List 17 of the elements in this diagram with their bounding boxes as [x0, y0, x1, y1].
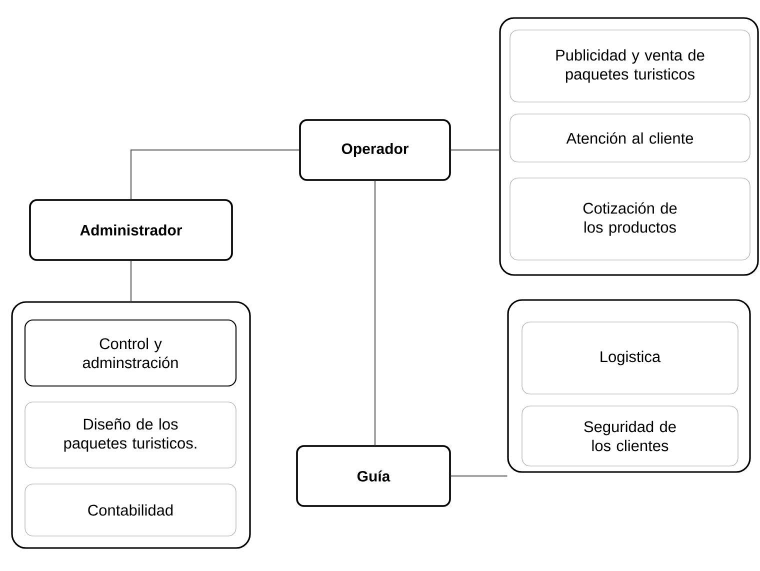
- task-box: Diseño de los paquetes turisticos.: [24, 402, 236, 468]
- group-box: [507, 299, 751, 473]
- task-box: Cotización de los productos: [510, 178, 750, 260]
- task-box: Atención al cliente: [510, 114, 750, 162]
- connector-line: [130, 150, 300, 200]
- group-box: [499, 17, 759, 276]
- task-box: Contabilidad: [24, 484, 236, 536]
- connector-line: [130, 260, 132, 302]
- connector-line: [374, 180, 376, 446]
- task-box: Seguridad de los clientes: [522, 406, 738, 466]
- task-box: Logistica: [522, 322, 738, 394]
- task-box: Control y adminstración: [24, 319, 237, 387]
- role-box: Administrador: [29, 199, 233, 261]
- role-box: Operador: [299, 119, 451, 181]
- group-box: [11, 301, 251, 549]
- task-box: Publicidad y venta de paquetes turisticos: [510, 30, 750, 102]
- role-box: Guía: [296, 445, 451, 507]
